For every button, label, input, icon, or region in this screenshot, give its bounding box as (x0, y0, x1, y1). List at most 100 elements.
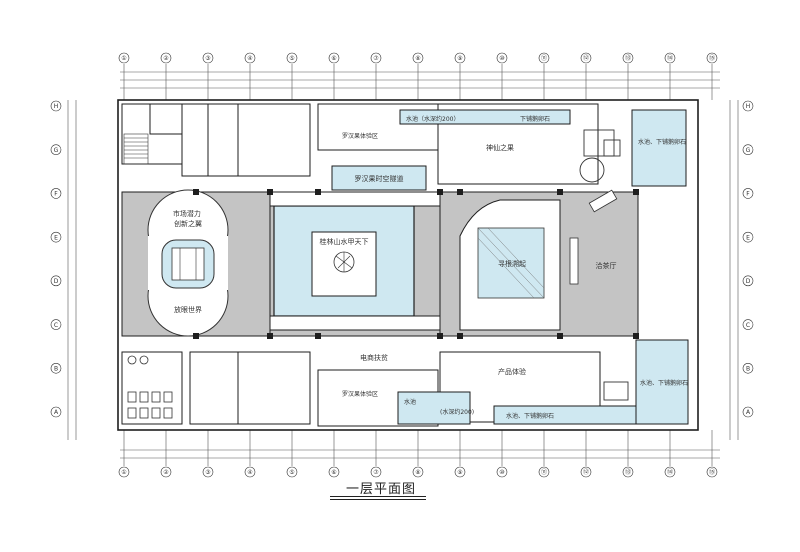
room-label-divine: 神仙之果 (486, 143, 514, 152)
room-label-product: 产品体验 (498, 367, 526, 376)
column (193, 333, 199, 339)
central-water-court (269, 191, 441, 331)
grid-bubble (496, 466, 508, 478)
room-label-tunnel: 罗汉果时空隧道 (355, 174, 404, 183)
room-label-cabin-top: 罗汉果体验区 (342, 132, 378, 140)
grid-bubble (454, 466, 466, 478)
column (633, 189, 639, 195)
title-underline (330, 496, 426, 497)
note-water-top-mid: 下铺鹅卵石 (520, 115, 550, 123)
grid-label: A (54, 409, 59, 416)
grid-label: ⑤ (289, 469, 294, 476)
grid-bubble (50, 100, 62, 112)
grid-bubble (328, 52, 340, 64)
grid-label: ② (163, 469, 169, 476)
grid-label: H (746, 103, 751, 110)
grid-bubble (580, 466, 592, 478)
grid-bubble (742, 231, 754, 243)
grid-label: ⑥ (331, 55, 336, 62)
grid-label: ⑪ (541, 468, 547, 476)
grid-label: ⑩ (499, 469, 504, 476)
grid-bubble (244, 52, 256, 64)
grid-label: D (746, 278, 751, 285)
column (437, 189, 443, 195)
grid-bubble (580, 52, 592, 64)
grid-label: ⑭ (667, 468, 673, 476)
grid-bubble (286, 52, 298, 64)
grid-label: D (54, 278, 59, 285)
column (457, 333, 463, 339)
grid-bubble (328, 466, 340, 478)
grid-bubble (50, 319, 62, 330)
room-label-ecommerce: 电商扶贫 (360, 353, 388, 362)
grid-bubble (50, 188, 62, 199)
grid-bubble (50, 406, 62, 418)
column (193, 189, 199, 195)
grid-label: ⑧ (415, 55, 420, 62)
grid-bubble (118, 466, 130, 478)
grid-label: ⑧ (415, 469, 420, 476)
grid-label: C (746, 322, 750, 329)
structural-columns (193, 189, 639, 339)
top-dimension-lines (67, 71, 739, 459)
grid-label: B (54, 365, 58, 372)
grid-label: F (54, 191, 58, 198)
column (557, 189, 563, 195)
column (437, 333, 443, 339)
room-label-root: 寻根溯起 (498, 259, 526, 268)
room-label-cabin-bottom: 罗汉果体验区 (342, 390, 378, 398)
grid-bubble (742, 144, 754, 156)
grid-bubble (664, 466, 676, 478)
drawing-title: 一层平面图 (346, 482, 417, 497)
grid-bubble (664, 52, 676, 64)
grid-bubble (742, 319, 754, 330)
grid-label: ⑫ (583, 54, 589, 62)
grid-label: ③ (205, 55, 210, 62)
grid-label: H (54, 103, 59, 110)
grid-bubble (742, 362, 754, 374)
grid-bubble (202, 52, 214, 64)
grid-label: ① (121, 55, 126, 62)
service-pods (579, 129, 629, 401)
grid-label: ⑭ (667, 54, 673, 62)
top-grid-ticks (123, 64, 713, 466)
grid-bubble (244, 466, 256, 478)
column (633, 333, 639, 339)
column (315, 333, 321, 339)
top-rooms (121, 103, 599, 185)
grid-bubble (286, 466, 298, 478)
column (315, 189, 321, 195)
water-areas (397, 109, 689, 425)
note-water-top-left: 水池（水深约200） (406, 115, 459, 123)
grid-bubble (706, 466, 718, 478)
grid-bubble (742, 188, 754, 199)
grid-label: ⑮ (709, 54, 715, 62)
grid-label: ⑪ (541, 54, 547, 62)
grid-bubble (706, 52, 718, 64)
note-water-bottom-mid: (水深约200) (440, 408, 474, 416)
grid-bubble (50, 275, 62, 287)
grid-label: C (54, 322, 58, 329)
grid-label: ⑬ (625, 468, 631, 476)
grid-label: ⑨ (457, 55, 462, 62)
note-water-bottom-left: 水池 (404, 398, 416, 406)
grid-bubble (538, 52, 550, 64)
grid-label: ③ (205, 469, 210, 476)
grid-label: ⑨ (457, 469, 462, 476)
grid-label: G (746, 147, 751, 154)
root-tracing-hall (459, 189, 618, 331)
grid-bubble (538, 466, 550, 478)
grid-bubble (50, 144, 62, 156)
grid-bubble (454, 52, 466, 64)
note-water-bottom-right: 水池、下铺鹅卵石 (506, 412, 554, 420)
grid-bubble (742, 275, 754, 287)
grid-label: ⑮ (709, 468, 715, 476)
grid-bubble (622, 466, 634, 478)
grid-label: ② (163, 55, 169, 62)
grid-bubble (160, 466, 172, 478)
grid-bubble (622, 52, 634, 64)
column (457, 189, 463, 195)
grid-bubble (742, 100, 754, 112)
